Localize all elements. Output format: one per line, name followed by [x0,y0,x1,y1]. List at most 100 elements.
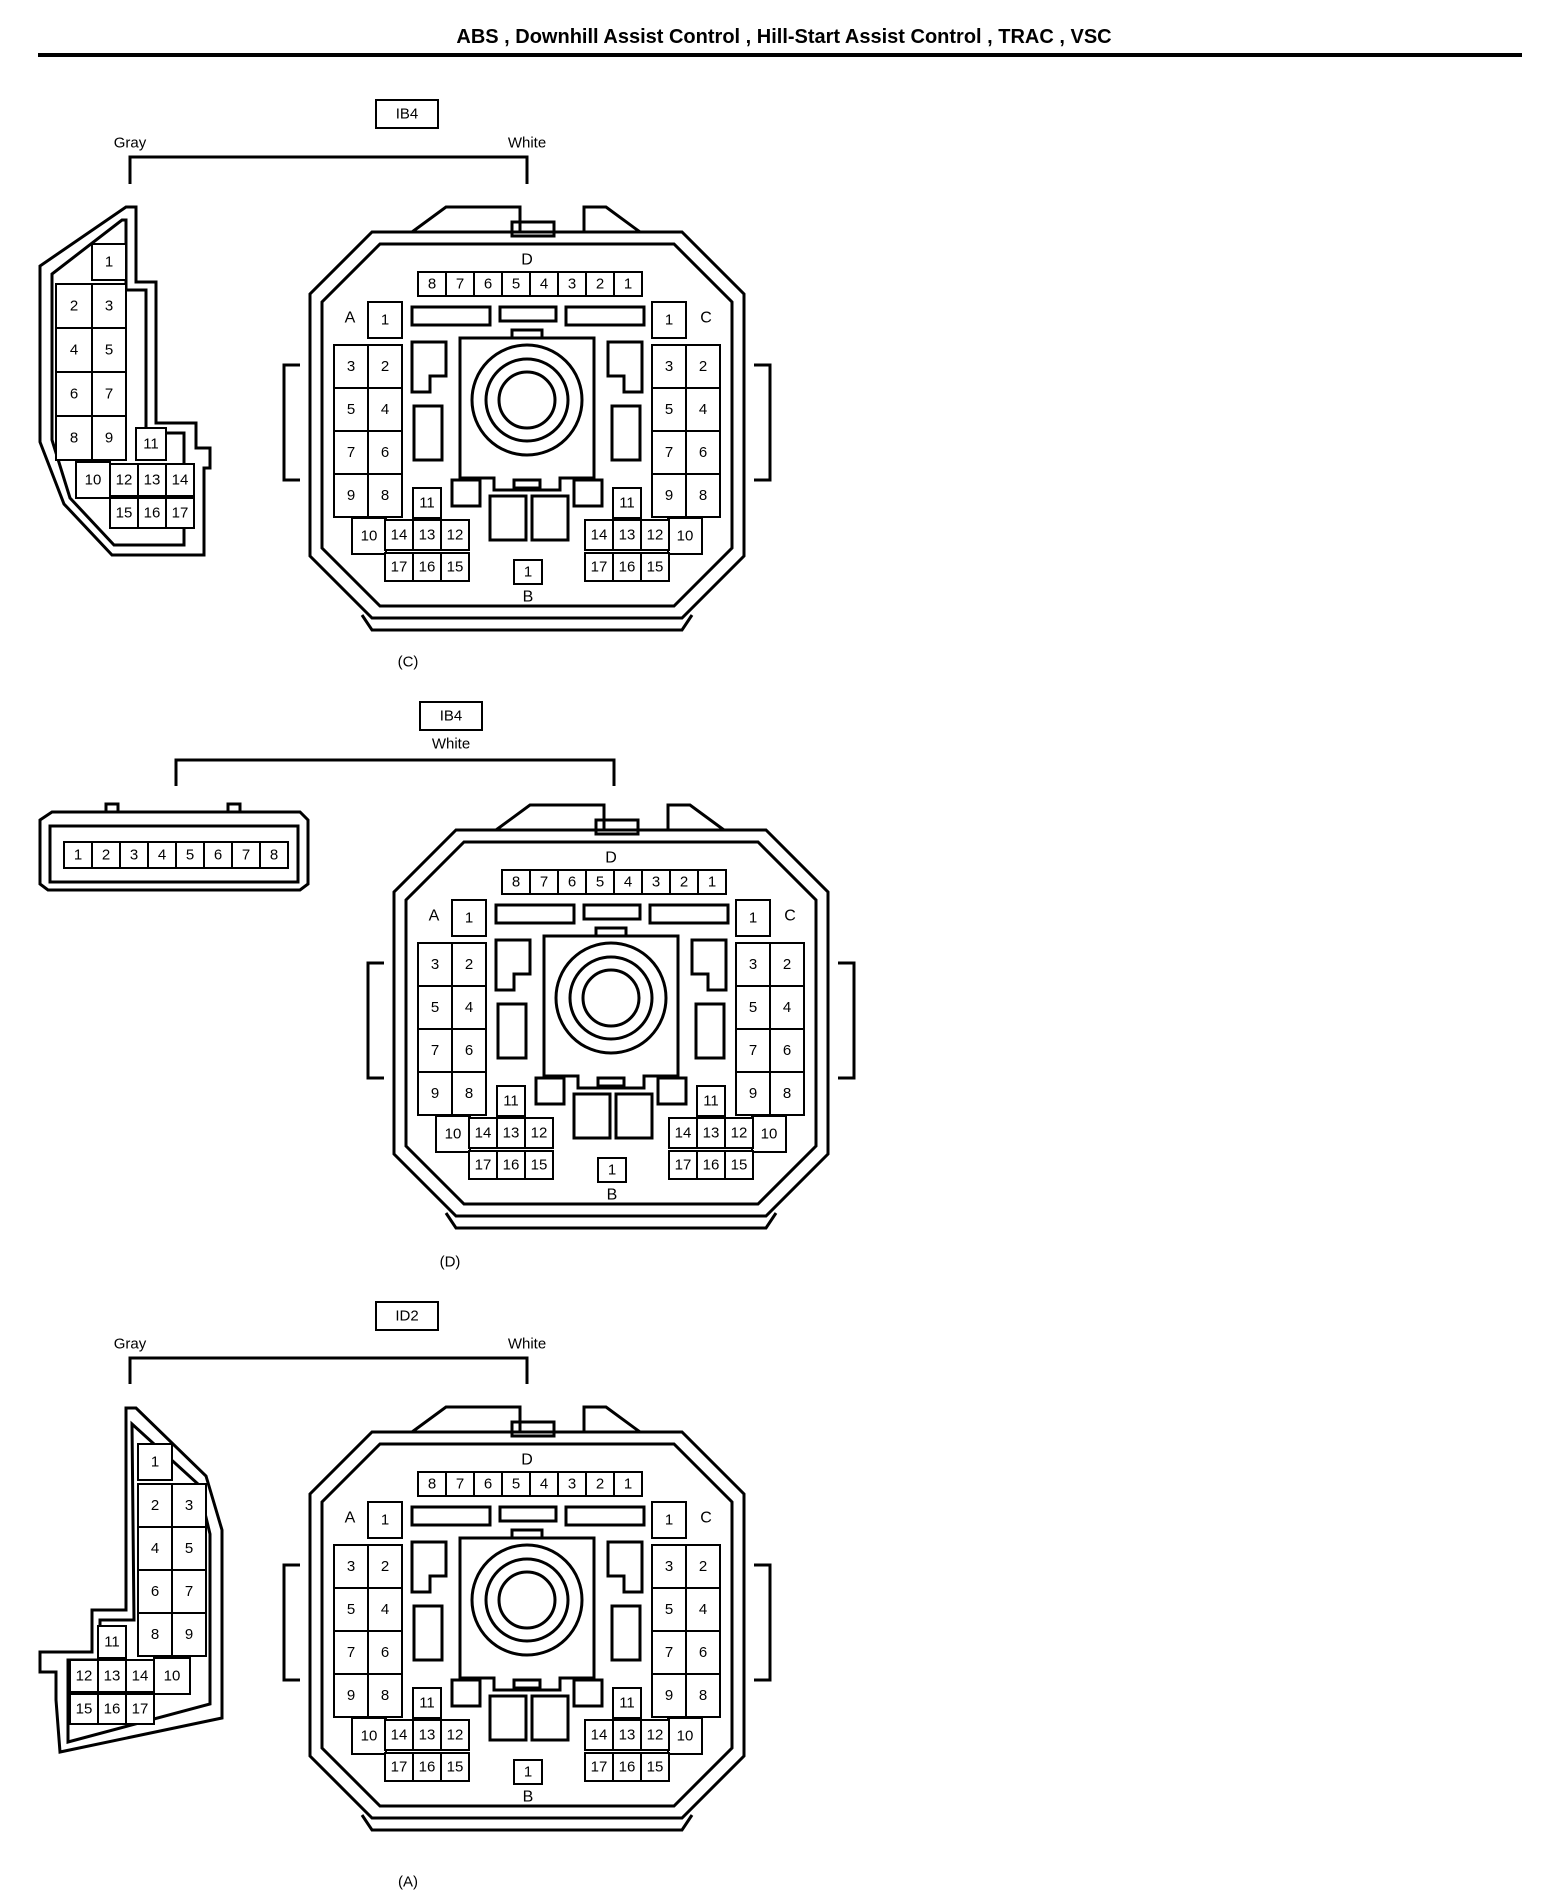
mini-connector-inner [48,824,300,884]
guide-slot [610,1604,642,1662]
guide-shape [494,938,532,992]
center-ring-middle [484,357,570,443]
a-pin-cell [417,1028,453,1073]
a-pin-cell [440,1719,470,1751]
slot [582,903,642,921]
c-pin-cell [685,473,721,518]
strip-pin-cell [259,841,289,869]
connector-inner-outline [320,242,734,608]
side-tab-right [754,1563,772,1682]
center-ring-outer [470,1543,584,1657]
side-tab-right [838,961,856,1080]
c-pin-cell [640,552,670,582]
c-pin-cell [769,1028,805,1073]
c-pin-number: 17 [591,559,608,576]
a-pin-cell [384,552,414,582]
d-pin-number: 3 [652,874,660,891]
mini-pin-number: 10 [85,472,102,489]
d-pin-number: 7 [456,276,464,293]
a-pin-cell [367,301,403,339]
mini-pin-cell [69,1693,99,1725]
d-pin-number: 2 [596,276,604,293]
center-notch [594,926,628,938]
c-pin-cell [696,1150,726,1180]
mini-pin-number: 15 [76,1701,93,1718]
a-pin-number: 9 [347,1687,355,1704]
page-title: ABS , Downhill Assist Control , Hill-Sta… [456,26,1112,48]
d-pin-number: 3 [568,276,576,293]
a-pin-cell [412,1687,442,1719]
a-pin-number: 13 [419,527,436,544]
a-pin-number: 14 [475,1125,492,1142]
d-pin-number: 5 [512,276,520,293]
a-pin-number: 15 [447,559,464,576]
mini-pin-number: 7 [185,1583,193,1600]
c-pin-number: 2 [783,956,791,973]
a-pin-number: 5 [347,1601,355,1618]
a-pin-cell [412,487,442,519]
a-pin-number: 17 [475,1157,492,1174]
d-pin-number: 8 [428,1476,436,1493]
mini-pin-cell [137,1612,173,1657]
c-pin-cell [724,1150,754,1180]
a-pin-cell [435,1115,471,1153]
mini-pin-number: 1 [105,254,113,271]
c-pin-cell [685,430,721,475]
mini-pin-cell [125,1659,155,1693]
a-pin-cell [333,473,369,518]
center-boss [458,336,596,492]
guide-shape [410,340,448,394]
a-pin-number: 17 [391,559,408,576]
block-label-c: C [700,310,712,327]
a-pin-cell [367,1544,403,1589]
c-pin-cell [612,552,642,582]
a-pin-cell [367,430,403,475]
mini-pin-number: 8 [70,430,78,447]
latch-tab-right [582,1405,641,1434]
d-pin-cell [445,1471,475,1497]
c-pin-number: 7 [665,1644,673,1661]
d-pin-cell [417,1471,447,1497]
c-pin-cell [667,1717,703,1755]
mini-pin-number: 11 [143,436,159,453]
mini-pin-cell [91,415,127,461]
d-pin-cell [557,869,587,895]
a-pin-number: 10 [445,1126,462,1143]
mini-connector-outline [38,1406,224,1754]
block-label-b: B [607,1187,618,1204]
d-pin-number: 7 [540,874,548,891]
guide-shape [690,938,728,992]
d-pin-cell [473,271,503,297]
a-pin-cell [412,1719,442,1751]
a-pin-number: 16 [419,559,436,576]
c-pin-cell [685,1673,721,1718]
c-pin-number: 10 [677,1728,694,1745]
a-pin-number: 1 [465,910,473,927]
mini-pin-number: 2 [151,1497,159,1514]
mini-pin-number: 16 [104,1701,121,1718]
a-pin-number: 16 [419,1759,436,1776]
a-pin-number: 3 [431,956,439,973]
guide-shape [410,1540,448,1594]
d-pin-cell [557,271,587,297]
a-pin-number: 13 [503,1125,520,1142]
connector-caption: (A) [398,1874,418,1891]
mini-pin-number: 6 [151,1583,159,1600]
c-pin-number: 12 [731,1125,748,1142]
block-label-d: D [521,1452,533,1469]
mini-pin-number: 7 [105,386,113,403]
d-pin-cell [501,869,531,895]
c-pin-cell [651,1587,687,1632]
a-pin-number: 2 [381,358,389,375]
latch-key [594,818,640,836]
b-pin-number: 1 [608,1162,616,1179]
a-pin-number: 1 [381,1512,389,1529]
a-pin-cell [367,1673,403,1718]
center-ring-outer [470,343,584,457]
c-pin-cell [724,1117,754,1149]
c-pin-number: 7 [749,1042,757,1059]
mini-pin-number: 14 [132,1668,149,1685]
a-pin-number: 11 [419,1695,435,1712]
guide-shape [606,340,644,394]
